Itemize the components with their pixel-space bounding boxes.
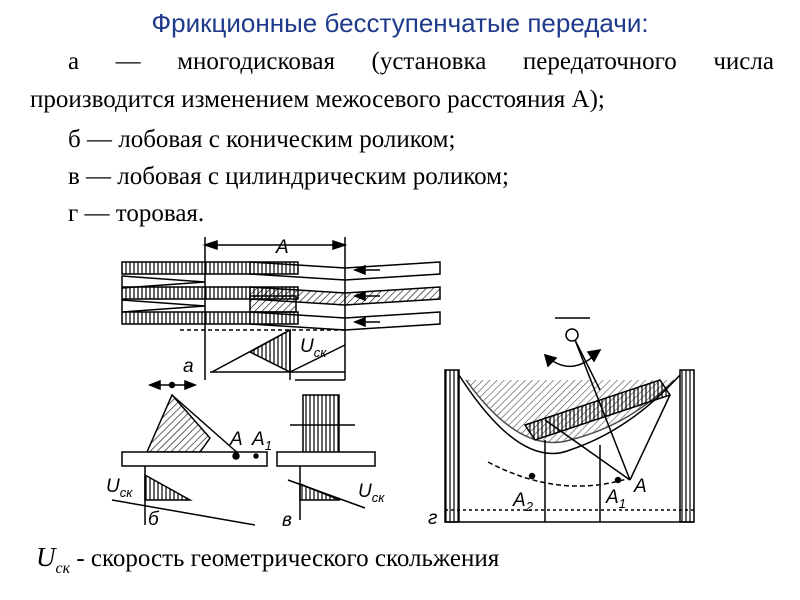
label-U-b: Uск [106,476,133,500]
footer-definition: Uск - скорость геометрического скольжени… [36,542,499,578]
footer-text: - скорость геометрического скольжения [70,545,500,572]
item-a-line2: производится изменением межосевого расст… [30,86,605,113]
slide-title: Фрикционные бесступенчатые передачи: [151,8,649,38]
label-A2: A2 [512,490,534,514]
panel-label-a: а [183,356,194,377]
label-A-g: A [633,476,647,497]
footer-symbol: U [36,542,56,572]
item-a-word: числа [713,48,774,75]
panel-v-cylindrical-roller [276,379,376,520]
panel-label-b: б [148,509,160,530]
item-a-word: а [68,48,80,75]
panel-g-toroidal [444,317,695,523]
panel-label-v: в [282,510,292,531]
label-A1-g: A1 [605,487,626,511]
panel-label-g: г [428,508,437,529]
item-v: в — лобовая с цилиндрическим роликом; [68,163,509,190]
label-U: Uск [300,336,327,360]
panel-b-conical-roller [111,379,268,526]
panel-a-multidisk [121,237,441,380]
item-g: г — торовая. [68,200,205,227]
item-a-word: передаточного [522,48,677,75]
label-A: A [275,237,289,258]
item-a-word: — [115,48,141,75]
item-a-word: (установка [371,48,487,75]
item-a-word: многодисковая [177,48,335,75]
label-A-b: A [229,429,243,450]
item-b: б — лобовая с коническим роликом; [68,126,456,153]
label-A1-b: A1 [251,429,272,453]
item-a-line1: а — многодисковая (установка передаточно… [68,48,774,76]
footer-symbol-sub: ск [55,560,71,577]
label-U-v: Uск [358,481,385,505]
